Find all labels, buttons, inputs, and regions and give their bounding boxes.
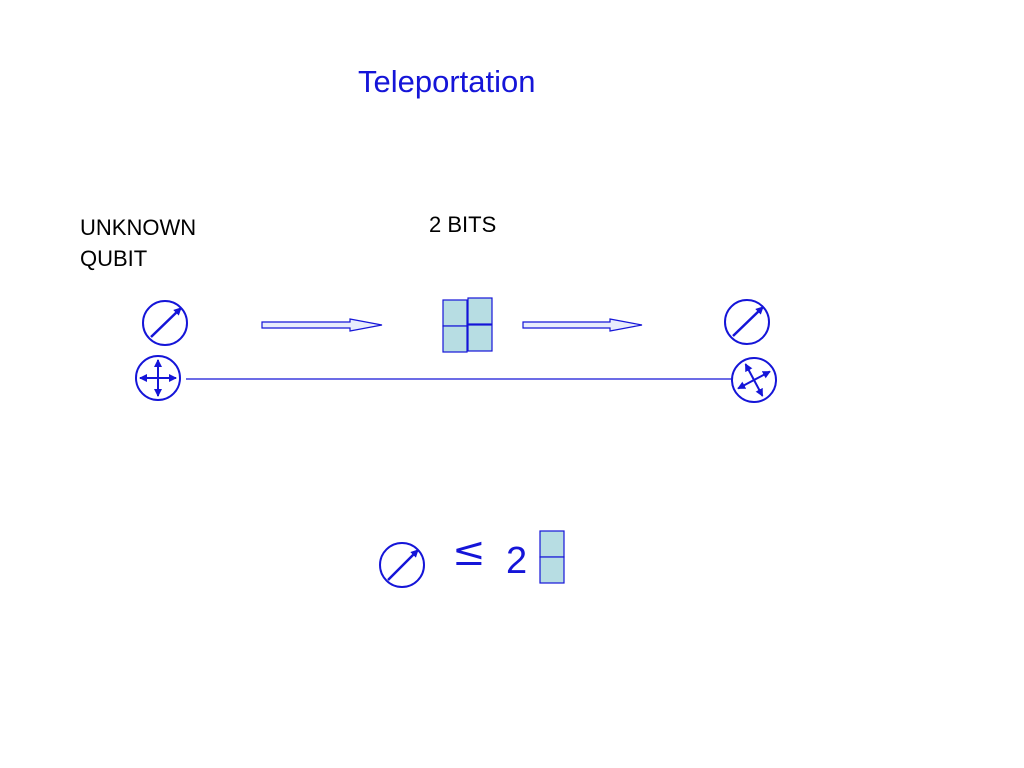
less-equal-symbol: ≤	[452, 529, 486, 575]
unknown-qubit-label: UNKNOWN QUBIT	[80, 212, 196, 274]
slide-title: Teleportation	[358, 64, 536, 99]
unknown-label-line2: QUBIT	[80, 246, 148, 271]
channel-arrow-1-icon	[261, 318, 383, 332]
two-bits-label: 2 BITS	[429, 212, 497, 237]
equation-qubit-circle-arrow-icon	[379, 542, 425, 588]
teleported-qubit-circle-arrow-icon	[724, 299, 770, 345]
entangled-right-four-arrows-icon	[731, 357, 777, 403]
qubit-circle-arrow-icon	[142, 300, 188, 346]
equation-bit-blocks-icon	[539, 530, 565, 584]
unknown-label-line1: UNKNOWN	[80, 215, 197, 240]
two-bits-blocks-icon	[442, 297, 493, 353]
equation-count: 2	[506, 540, 528, 582]
channel-arrow-2-icon	[522, 318, 643, 332]
entangled-left-four-arrows-icon	[135, 355, 181, 401]
